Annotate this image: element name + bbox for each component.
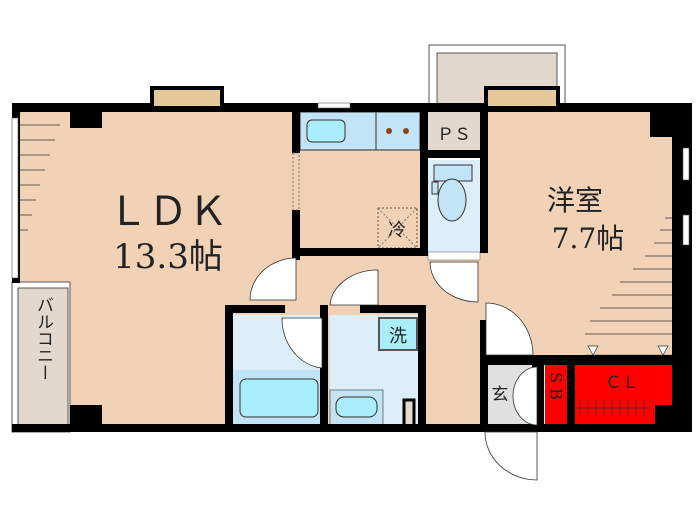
entrance-label: 玄 xyxy=(492,385,509,405)
ldk-side-window xyxy=(11,117,19,279)
closet-label: ＣＬ xyxy=(605,373,639,393)
kitchen-window xyxy=(317,102,351,109)
shoebox-label: S B xyxy=(547,372,566,400)
bathtub-icon xyxy=(239,378,319,418)
washroom-door[interactable] xyxy=(329,269,379,306)
shoebox xyxy=(545,365,567,427)
kitchen-opening xyxy=(292,152,300,211)
fridge-label: 冷 xyxy=(388,220,406,241)
ldk-size: 13.3帖 xyxy=(113,237,223,277)
hanger-rail xyxy=(577,400,650,416)
toilet-icon xyxy=(437,178,467,222)
balcony-label: バルコニー xyxy=(33,296,53,381)
western-side-window-1 xyxy=(682,147,690,181)
sink-icon xyxy=(306,119,346,143)
front-door[interactable] xyxy=(484,431,538,481)
western-window xyxy=(484,86,560,110)
western-door[interactable] xyxy=(485,302,534,356)
ldk-label: ＬＤＫ xyxy=(108,189,228,235)
ldk-window xyxy=(150,86,224,110)
ps-shaft xyxy=(428,112,480,152)
washer-label: 洗 xyxy=(389,326,407,347)
fridge-space xyxy=(377,207,418,249)
western-size: 7.7帖 xyxy=(552,222,625,255)
washbasin-icon xyxy=(335,396,378,418)
ldk-door[interactable] xyxy=(249,257,297,301)
stove-burner-icon xyxy=(403,128,409,134)
ldk-hatching xyxy=(20,124,60,231)
bathroom-door[interactable] xyxy=(281,317,323,369)
entrance-inner-door[interactable] xyxy=(512,366,538,426)
western-side-window-2 xyxy=(682,214,690,246)
closet xyxy=(575,365,682,427)
washer-space xyxy=(378,317,418,351)
doors[interactable] xyxy=(249,257,538,481)
toilet-door[interactable] xyxy=(429,261,479,303)
ps-label: ＰＳ xyxy=(437,125,471,145)
western-label: 洋室 xyxy=(547,184,603,217)
stove-burner-icon xyxy=(386,128,392,134)
